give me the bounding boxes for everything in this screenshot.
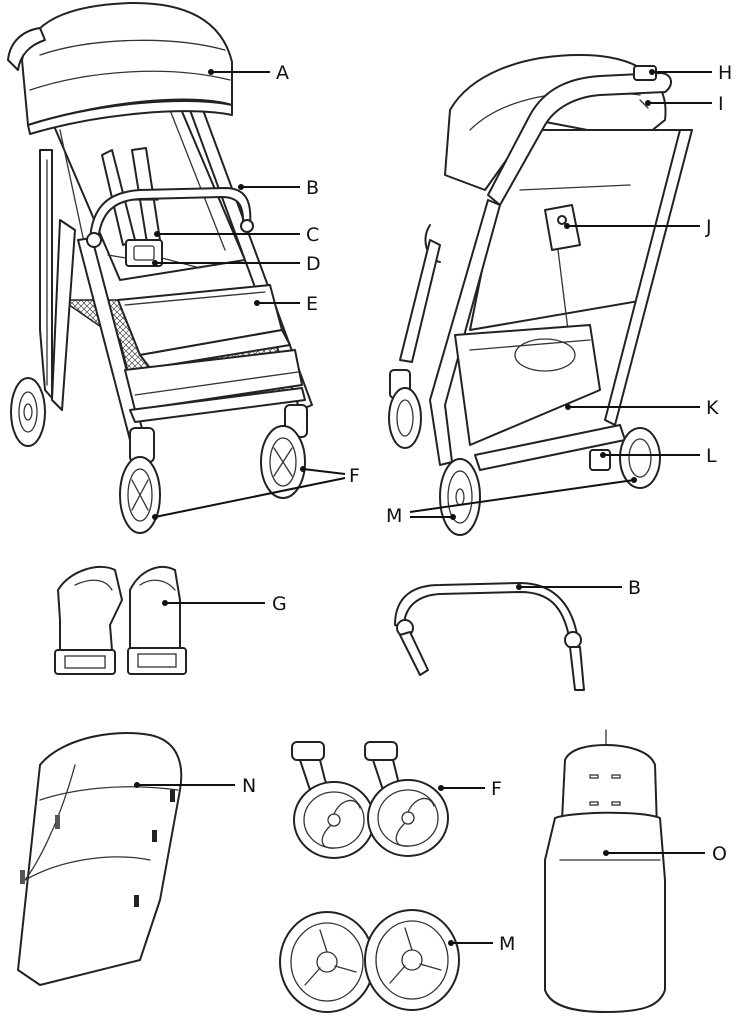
rear-wheels-accessory-illustration xyxy=(280,910,459,1012)
bumper-bar-accessory-illustration xyxy=(395,583,584,690)
rear-view-wheel-right xyxy=(620,428,660,488)
callout-label-b: B xyxy=(306,177,319,199)
callout-label-d: D xyxy=(306,253,321,275)
front-view-rear-wheel-icon xyxy=(11,378,45,446)
callout-label-g: G xyxy=(272,593,287,615)
rear-view-front-wheel xyxy=(389,370,421,448)
stroller-rear-view xyxy=(389,55,692,535)
car-seat-adapters-illustration xyxy=(55,567,186,674)
callout-label-h: H xyxy=(718,62,732,84)
callout-label-c: C xyxy=(306,224,319,246)
callout-label-f: F xyxy=(349,465,360,487)
front-view-front-wheel-right xyxy=(261,405,307,498)
canopy-accessory-illustration xyxy=(18,733,181,985)
stroller-front-view xyxy=(8,3,312,533)
callout-label-b-accessory: B xyxy=(628,577,641,599)
callout-label-e: E xyxy=(306,293,318,315)
callout-label-k: K xyxy=(706,397,719,419)
callout-label-n: N xyxy=(242,775,256,797)
storage-basket-illustration xyxy=(455,325,600,445)
callout-label-a: A xyxy=(276,62,289,84)
callout-label-i: I xyxy=(718,93,724,115)
callout-label-o: O xyxy=(712,843,727,865)
callout-label-m-accessory: M xyxy=(499,933,515,955)
callout-label-j: J xyxy=(705,216,712,238)
front-wheels-accessory-illustration xyxy=(292,742,448,858)
callout-label-f-accessory: F xyxy=(491,778,502,800)
brake-illustration xyxy=(590,450,610,470)
callout-label-m-rear: M xyxy=(386,505,402,527)
rear-view-wheel-left xyxy=(440,459,480,535)
footmuff-accessory-illustration xyxy=(545,730,665,1012)
callout-label-l: L xyxy=(706,445,717,467)
